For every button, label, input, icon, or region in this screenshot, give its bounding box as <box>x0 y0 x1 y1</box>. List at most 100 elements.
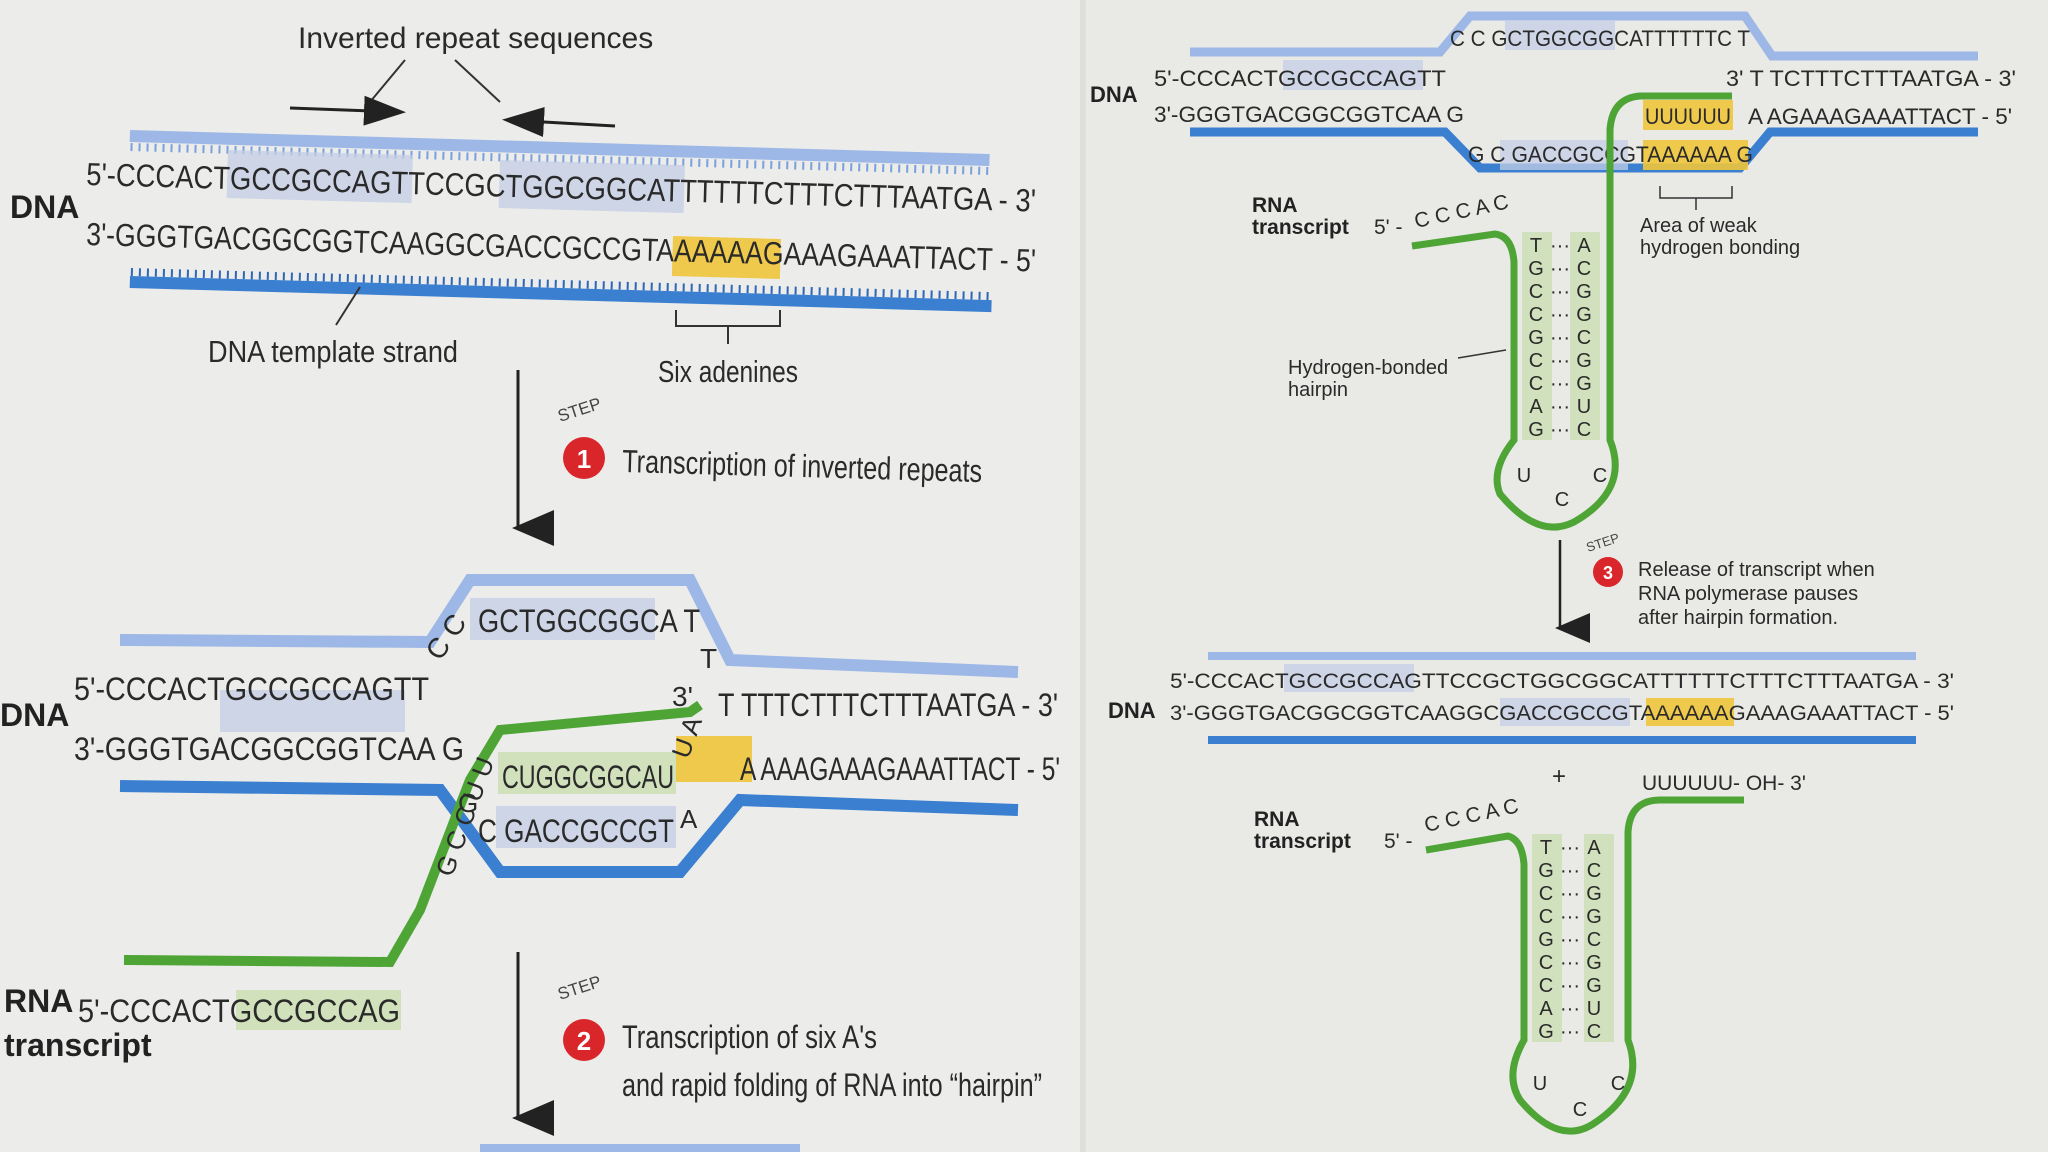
final-rna-cccac: C C C A C <box>1422 794 1520 836</box>
bubble-loop-top: GCTGGCGGCA T <box>478 603 700 639</box>
book-seam <box>1080 0 1086 1152</box>
stem-right-base: G <box>1586 883 1602 905</box>
hairpin2-stem: T···AG···CC···GC···GG···CC···GC···GA···U… <box>1533 837 1625 1121</box>
right-dna-label: DNA <box>1090 82 1138 107</box>
right-repeat-highlight-2 <box>1505 20 1615 50</box>
hairpin1-backbone <box>1411 92 1732 531</box>
final-rna-5prime: 5' - <box>1384 830 1413 853</box>
weak-bonding-line2: hydrogen bonding <box>1640 237 1800 259</box>
stem-left-base: A <box>1529 396 1543 418</box>
loop-base: C <box>1593 465 1607 487</box>
bubble-g-letter: G <box>458 788 478 818</box>
final-repeat-highlight-2 <box>1500 698 1630 726</box>
six-adenines-bracket <box>675 310 781 344</box>
stem-left-base: C <box>1529 373 1543 395</box>
stem-right-base: C <box>1577 258 1591 280</box>
step3-line2: RNA polymerase pauses <box>1638 583 1858 605</box>
final-rna-label-line1: RNA <box>1254 808 1300 831</box>
right-top-right-strand: 3' T TCTTTCTTTAATGA - 3' <box>1726 66 2016 91</box>
right-bottom-right-strand: A AGAAAGAAATTACT - 5' <box>1748 104 2012 129</box>
bubble-bottom-left-strand: 3'-GGGTGACGGCGGTCAA G <box>74 731 464 767</box>
base-pair-bond: ··· <box>1550 419 1570 441</box>
right-top-left-strand: 5'-CCCACTGCCGCCAGTT <box>1154 66 1446 91</box>
step2-badge <box>563 1019 605 1061</box>
bubble-t-right: T <box>700 643 717 674</box>
bubble-bottom-backbone <box>119 780 1019 878</box>
base-pair-bond: ··· <box>1560 1021 1580 1043</box>
bubble-cc: C C <box>420 608 473 665</box>
hairpin2-stem-left-highlight <box>1532 834 1562 1042</box>
rna-mid-highlight <box>498 752 676 794</box>
right-aaaaaa-highlight <box>1643 140 1748 170</box>
inverted-repeat-1-highlight <box>226 150 413 204</box>
base-pair-bond: ··· <box>1550 281 1570 303</box>
hairpin-pointer <box>1457 349 1507 359</box>
stem-right-base: G <box>1576 373 1592 395</box>
step3-step-word: STEP <box>1584 530 1621 555</box>
final-top-strand: 5'-CCCACTGCCGCCAGTTCCGCTGGCGGCATTTTTTCTT… <box>1170 670 1954 693</box>
bubble-adenines-highlight <box>676 736 752 782</box>
inverted-repeat-pointer <box>369 59 501 103</box>
stem-right-base: A <box>1587 837 1601 859</box>
rna-transcript-highlight <box>236 990 401 1030</box>
right-uuuuuu: UUUUUU <box>1645 104 1731 129</box>
hairpin2-stem-right-highlight <box>1584 834 1614 1042</box>
base-pair-bond: ··· <box>1550 235 1570 257</box>
final-repeat-highlight-1 <box>1284 664 1414 692</box>
dna-label-top: DNA <box>10 189 79 225</box>
stem-left-base: C <box>1529 281 1543 303</box>
loop-base: U <box>1533 1073 1547 1095</box>
stem-right-base: G <box>1586 952 1602 974</box>
step1-step-word: STEP <box>555 394 603 426</box>
rna-mid-sequence: CUGGCGGCAU <box>502 759 674 795</box>
template-strand-label: DNA template strand <box>208 334 458 369</box>
right-top-section: DNA C C GCTGGCGGCATTTTTTC T 5'-CCCACTGCC… <box>1090 11 2016 643</box>
base-pair-bond: ··· <box>1560 975 1580 997</box>
right-bottom-left-strand: 3'-GGGTGACGGCGGTCAA G <box>1154 102 1464 127</box>
final-adenine-highlight <box>1646 698 1734 726</box>
bubble-a-letter: A <box>680 804 698 834</box>
final-bottom-backbone <box>1208 736 1916 744</box>
right-top-backbone <box>1190 11 1978 61</box>
rna-label-line1: RNA <box>4 983 73 1019</box>
hairpin1-stem-right-highlight <box>1570 232 1600 440</box>
right-page-panel <box>1082 0 2048 1152</box>
stem-left-base: C <box>1539 975 1553 997</box>
stem-left-base: G <box>1528 419 1544 441</box>
step2-step-word: STEP <box>555 972 603 1004</box>
base-pair-bond: ··· <box>1560 860 1580 882</box>
stem-left-base: G <box>1538 1021 1554 1043</box>
base-pair-bond: ··· <box>1550 304 1570 326</box>
bottom-template-strand: 3'-GGGTGACGGCGGTCAAGGCGACCGCCGTAAAAAAGAA… <box>86 216 1037 279</box>
base-pair-bond: ··· <box>1560 952 1580 974</box>
stem-left-base: C <box>1539 952 1553 974</box>
loop-base: C <box>1611 1073 1625 1095</box>
bubble-repeat-left-highlight <box>220 690 405 732</box>
base-pair-bond: ··· <box>1560 883 1580 905</box>
base-pair-bond: ··· <box>1550 258 1570 280</box>
right-rna-label-line1: RNA <box>1252 194 1298 217</box>
rna-transcript-backbone <box>123 700 703 968</box>
stem-left-base: C <box>1539 883 1553 905</box>
stem-left-base: G <box>1528 258 1544 280</box>
right-rna-label-line2: transcript <box>1252 216 1349 239</box>
base-pair-bond: ··· <box>1550 327 1570 349</box>
stem-left-base: T <box>1530 235 1542 257</box>
bubble-top-right-strand: T TTTCTTTCTTTAATGA - 3' <box>718 687 1058 723</box>
rna-label-line2: transcript <box>4 1027 152 1063</box>
loop-base: C <box>1573 1099 1587 1121</box>
right-rna-cccac: C C C A C <box>1412 190 1510 232</box>
hairpin1-stem: T···AG···CC···GC···GG···CC···GC···GA···U… <box>1517 235 1607 511</box>
hairpin-label-line2: hairpin <box>1288 379 1348 401</box>
right-uuuuuu-highlight <box>1643 100 1733 130</box>
bubble-top-left-strand: 5'-CCCACTGCCGCCAGTT <box>74 671 429 707</box>
step1-badge <box>563 437 605 479</box>
six-adenines-highlight <box>671 236 781 279</box>
stem-right-base: C <box>1587 1021 1601 1043</box>
plus-sign: + <box>1552 763 1566 790</box>
step3-badge-number: 3 <box>1603 563 1613 583</box>
base-pair-bond: ··· <box>1550 373 1570 395</box>
weak-bonding-bracket <box>1659 186 1733 210</box>
stem-right-base: G <box>1576 304 1592 326</box>
weak-bonding-line1: Area of weak <box>1640 215 1758 237</box>
